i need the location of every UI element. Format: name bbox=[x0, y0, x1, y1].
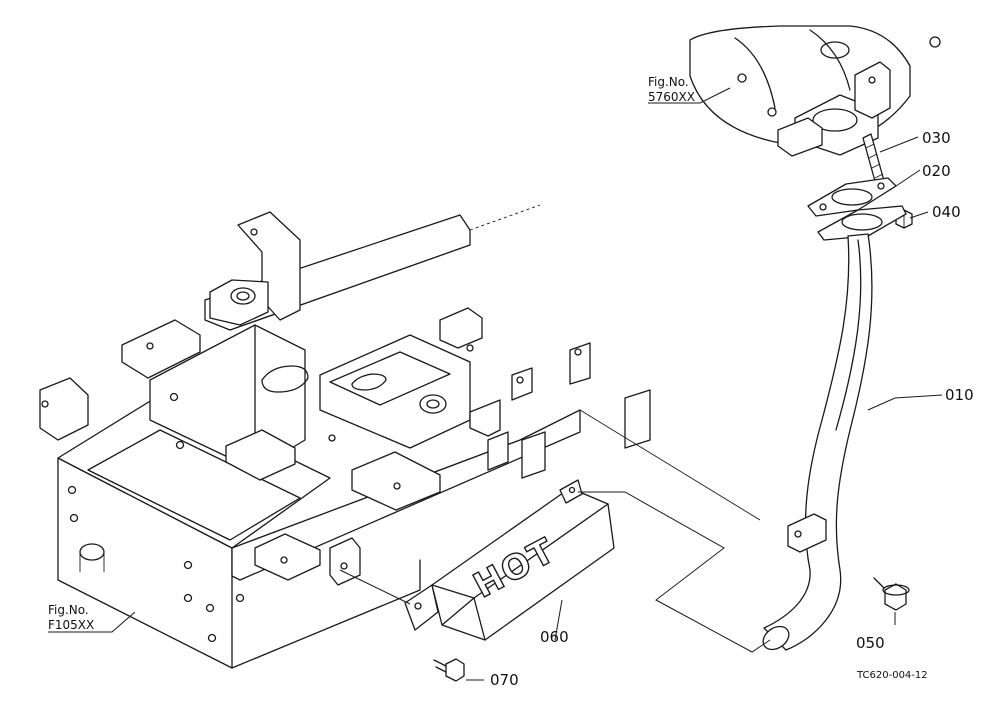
callout-labels: 030 020 040 010 050 060 070 bbox=[490, 129, 974, 689]
fig-ref-frame-line1: Fig.No. bbox=[48, 603, 89, 617]
fig-ref-engine-number: 5760XX bbox=[648, 90, 695, 104]
fig-ref-engine-line1: Fig.No. bbox=[648, 75, 689, 89]
callout-070: 070 bbox=[490, 671, 519, 689]
part-050-bolt bbox=[873, 577, 910, 611]
callout-010: 010 bbox=[945, 386, 974, 404]
leader-lines bbox=[48, 87, 943, 681]
fig-ref-frame-number: F105XX bbox=[48, 618, 94, 632]
figure-ref-engine: Fig.No. 5760XX bbox=[648, 75, 695, 104]
callout-060: 060 bbox=[540, 628, 569, 646]
callout-050: 050 bbox=[856, 634, 885, 652]
engine-turbo-outlet bbox=[689, 25, 941, 157]
part-070-bolt bbox=[433, 658, 465, 682]
part-010-exhaust-pipe bbox=[762, 205, 907, 651]
callout-030: 030 bbox=[922, 129, 951, 147]
part-060-heat-shield: HOT bbox=[404, 479, 615, 641]
callout-020: 020 bbox=[922, 162, 951, 180]
frame-assembly bbox=[39, 204, 761, 669]
figure-ref-frame: Fig.No. F105XX bbox=[48, 603, 94, 632]
drawing-code: TC620-004-12 bbox=[856, 670, 928, 681]
callout-040: 040 bbox=[932, 203, 961, 221]
